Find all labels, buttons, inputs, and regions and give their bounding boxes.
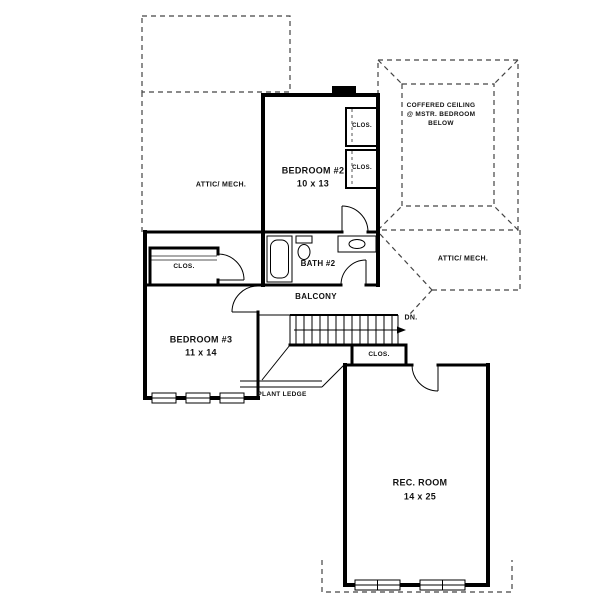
bathtub xyxy=(266,235,293,283)
recroom-label: REC. ROOM xyxy=(392,477,448,488)
hall-closet-door-swing xyxy=(217,253,245,281)
stairs-down-label: DN. xyxy=(404,314,418,322)
attic-mech-left-label: ATTIC/ MECH. xyxy=(195,181,247,189)
dashed-attic-outlines xyxy=(141,15,521,593)
closet-hall-label: CLOS. xyxy=(173,262,195,270)
recroom-bottom-outline xyxy=(321,560,513,593)
attic-left-outline xyxy=(141,15,291,93)
bedroom2-dims: 10 x 13 xyxy=(296,178,330,189)
bath2-label: BATH #2 xyxy=(300,259,336,268)
bedroom3-windows xyxy=(151,392,245,404)
bedroom3-door-swing xyxy=(231,285,259,313)
attic-mech-right-label: ATTIC/ MECH. xyxy=(437,255,489,263)
bedroom2-label: BEDROOM #2 xyxy=(281,165,345,176)
coffered-ceiling-label-line3: BELOW xyxy=(428,119,454,127)
walls-interior xyxy=(143,107,490,400)
stairs-arrow-head xyxy=(397,326,406,334)
windows xyxy=(151,392,466,591)
bedroom3-dims: 11 x 14 xyxy=(185,347,217,358)
plant-ledge-label: PLANT LEDGE xyxy=(257,390,307,398)
sink xyxy=(348,239,366,249)
coffered-ceiling-outline xyxy=(377,59,519,231)
vanity xyxy=(337,235,377,253)
closet-bedroom2-upper-label: CLOS. xyxy=(352,123,372,129)
toilet-bowl xyxy=(297,244,311,260)
closet-shelves xyxy=(151,109,353,261)
stairs xyxy=(289,314,406,345)
bedroom2-door-swing xyxy=(341,205,369,233)
plant-ledge-lines xyxy=(240,314,346,388)
balcony-label: BALCONY xyxy=(295,292,337,301)
coffered-ceiling-label-line1: COFFERED CEILING xyxy=(406,101,476,109)
bedroom2-closet-walls xyxy=(345,107,379,189)
bedroom3-label: BEDROOM #3 xyxy=(169,334,233,345)
toilet-tank xyxy=(295,235,313,244)
closet-bedroom2-lower-label: CLOS. xyxy=(352,165,372,171)
bath2-door-swing xyxy=(340,259,367,286)
recroom-dims: 14 x 25 xyxy=(403,491,437,502)
chimney-chase xyxy=(332,86,356,97)
closet-stair-label: CLOS. xyxy=(368,350,390,358)
recroom-windows xyxy=(354,579,466,591)
bathtub-inner xyxy=(270,239,289,279)
coffered-ceiling-label-line2: @ MSTR. BEDROOM xyxy=(406,110,476,118)
recroom-door-swing xyxy=(411,364,439,392)
